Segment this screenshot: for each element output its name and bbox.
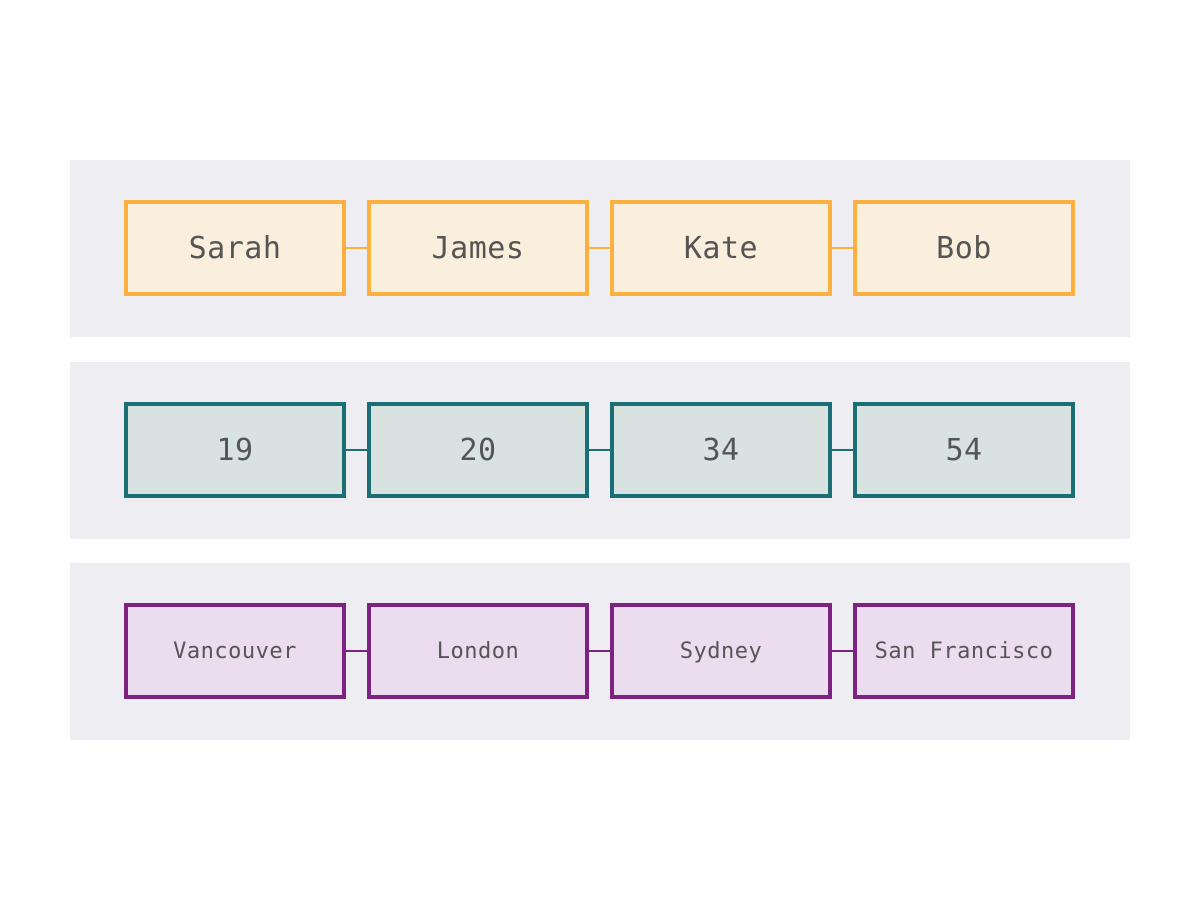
sequence-track-cities: Vancouver London Sydney San Francisco <box>124 603 1076 699</box>
connector-line-icon <box>832 247 853 249</box>
cell-wrapper: Vancouver <box>124 603 367 699</box>
connector-line-icon <box>589 650 610 652</box>
sequence-track-numbers: 19 20 34 54 <box>124 402 1076 498</box>
sequence-cell-cities-2[interactable]: Sydney <box>610 603 832 699</box>
cell-wrapper: Sarah <box>124 200 367 296</box>
cell-wrapper: San Francisco <box>853 603 1075 699</box>
row-panel-cities: Vancouver London Sydney San Francisco <box>70 563 1130 740</box>
connector-line-icon <box>346 247 367 249</box>
connector-line-icon <box>346 650 367 652</box>
sequence-cell-numbers-2[interactable]: 34 <box>610 402 832 498</box>
sequence-cell-numbers-1[interactable]: 20 <box>367 402 589 498</box>
sequence-cell-names-0[interactable]: Sarah <box>124 200 346 296</box>
connector-line-icon <box>832 650 853 652</box>
cell-wrapper: Sydney <box>610 603 853 699</box>
sequence-cell-numbers-0[interactable]: 19 <box>124 402 346 498</box>
cell-wrapper: 34 <box>610 402 853 498</box>
connector-line-icon <box>589 247 610 249</box>
cell-wrapper: 54 <box>853 402 1075 498</box>
sequence-cell-names-3[interactable]: Bob <box>853 200 1075 296</box>
connector-line-icon <box>832 449 853 451</box>
row-panel-names: Sarah James Kate Bob <box>70 160 1130 337</box>
cell-wrapper: Kate <box>610 200 853 296</box>
sequence-cell-cities-1[interactable]: London <box>367 603 589 699</box>
cell-wrapper: London <box>367 603 610 699</box>
sequence-cell-names-2[interactable]: Kate <box>610 200 832 296</box>
sequence-track-names: Sarah James Kate Bob <box>124 200 1076 296</box>
cell-wrapper: James <box>367 200 610 296</box>
sequence-cell-cities-3[interactable]: San Francisco <box>853 603 1075 699</box>
sequence-cell-names-1[interactable]: James <box>367 200 589 296</box>
sequence-cell-cities-0[interactable]: Vancouver <box>124 603 346 699</box>
cell-wrapper: 20 <box>367 402 610 498</box>
connector-line-icon <box>589 449 610 451</box>
row-panel-numbers: 19 20 34 54 <box>70 362 1130 539</box>
sequence-cell-numbers-3[interactable]: 54 <box>853 402 1075 498</box>
cell-wrapper: 19 <box>124 402 367 498</box>
cell-wrapper: Bob <box>853 200 1075 296</box>
connector-line-icon <box>346 449 367 451</box>
